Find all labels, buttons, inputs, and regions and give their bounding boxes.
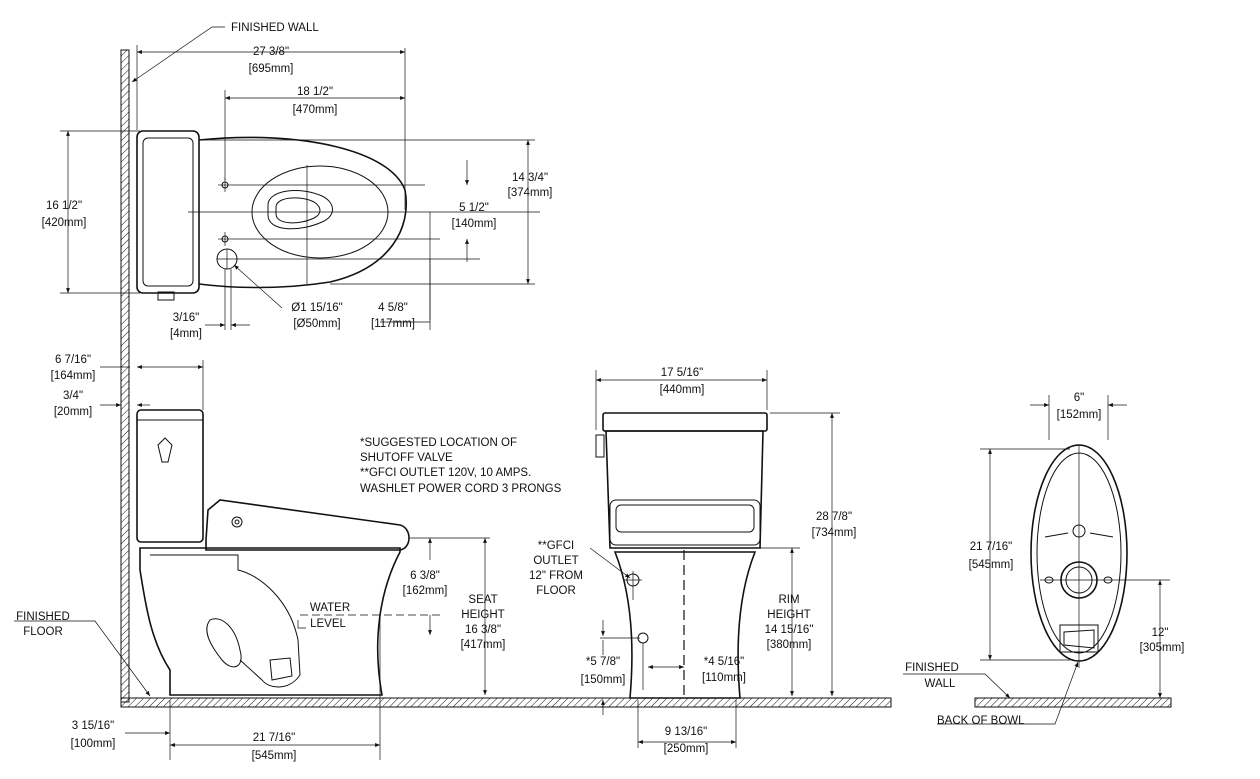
- dim-top-bolt-mm: [140mm]: [452, 218, 497, 230]
- dim-top-overall: 27 3/8": [253, 46, 289, 58]
- dim-top-drain-mm: [Ø50mm]: [293, 318, 340, 330]
- note-line: SHUTOFF VALVE: [360, 452, 453, 464]
- dim-bottom-rough-mm: [305mm]: [1140, 642, 1185, 654]
- dim-valve-right-mm: [110mm]: [702, 672, 746, 684]
- dim-bottom-bolts-mm: [152mm]: [1057, 409, 1102, 421]
- bowl-top-outline: [198, 136, 407, 289]
- dim-rough-in-mm: [100mm]: [71, 738, 116, 750]
- seat-height-label: HEIGHT: [461, 609, 504, 621]
- tank-front-outline: [605, 430, 764, 549]
- finished-floor-label: FLOOR: [23, 626, 63, 638]
- flush-lever-side-icon: [595, 434, 605, 458]
- dim-top-drain: Ø1 15/16": [291, 302, 342, 314]
- dim-top-bolt: 5 1/2": [459, 202, 489, 214]
- dim-front-base-mm: [250mm]: [664, 743, 709, 755]
- dim-valve-left: *5 7/8": [586, 656, 620, 668]
- seat-height-mm: [417mm]: [461, 639, 506, 651]
- dim-seat-drop: 6 3/8": [410, 570, 440, 582]
- dim-seat-drop-mm: [162mm]: [403, 585, 448, 597]
- rim-height-mm: [380mm]: [767, 639, 812, 651]
- dim-front-height: 28 7/8": [816, 511, 852, 523]
- note-line: WASHLET POWER CORD 3 PRONGS: [360, 483, 562, 495]
- tank-side-outline: [136, 409, 204, 543]
- top-view: [60, 26, 540, 330]
- dim-side-length-mm: [545mm]: [252, 750, 297, 762]
- finished-floor-label: FINISHED: [16, 611, 70, 623]
- dim-side-gap-mm: [20mm]: [54, 406, 92, 418]
- note-line: **GFCI OUTLET 120V, 10 AMPS.: [360, 467, 531, 479]
- rim-height-value: 14 15/16": [765, 624, 814, 636]
- finished-wall-plan-label: WALL: [925, 678, 956, 690]
- gfci-label: 12" FROM: [529, 570, 583, 582]
- water-level-label: WATER: [310, 602, 350, 614]
- dim-top-bowl-mm: [470mm]: [293, 104, 338, 116]
- dim-bottom-length: 21 7/16": [970, 541, 1012, 553]
- finished-floor-hatch: [120, 697, 892, 708]
- back-of-bowl-label: BACK OF BOWL: [937, 715, 1025, 727]
- dim-top-tank-mm: [420mm]: [42, 217, 87, 229]
- tank-lid-front: [602, 412, 768, 432]
- finished-wall-plan-hatch: [974, 697, 1172, 708]
- dim-top-supply: 4 5/8": [378, 302, 408, 314]
- bowl-front-outline: [613, 551, 757, 699]
- finished-wall-plan-label: FINISHED: [905, 662, 959, 674]
- drain-opening: [267, 190, 333, 230]
- dim-top-tank: 16 1/2": [46, 200, 82, 212]
- bowl-side-outline: [139, 547, 401, 696]
- dim-front-height-mm: [734mm]: [812, 527, 857, 539]
- rim-height-label: HEIGHT: [767, 609, 810, 621]
- dim-valve-left-mm: [150mm]: [581, 674, 626, 686]
- dim-top-width-mm: [374mm]: [508, 187, 553, 199]
- finished-wall-hatch: [120, 49, 130, 703]
- dim-side-tank: 6 7/16": [55, 354, 91, 366]
- gfci-label: **GFCI: [538, 540, 574, 552]
- dim-top-gap: 3/16": [173, 312, 199, 324]
- side-view: [14, 360, 490, 760]
- front-view: [589, 370, 840, 748]
- dim-valve-right: *4 5/16": [704, 656, 745, 668]
- dim-bottom-bolts: 6": [1074, 392, 1084, 404]
- dim-front-base: 9 13/16": [665, 726, 707, 738]
- dim-top-supply-mm: [117mm]: [371, 318, 415, 330]
- dim-top-gap-mm: [4mm]: [170, 328, 202, 340]
- seat-height-value: 16 3/8": [465, 624, 501, 636]
- washlet-seat-side: [205, 499, 410, 551]
- dim-front-width-mm: [440mm]: [660, 384, 705, 396]
- dim-rough-in: 3 15/16": [72, 720, 114, 732]
- gfci-label: OUTLET: [533, 555, 578, 567]
- washlet-front: [609, 499, 761, 546]
- water-level-label: LEVEL: [310, 618, 346, 630]
- bottom-view: [903, 395, 1170, 725]
- dim-front-width: 17 5/16": [661, 367, 703, 379]
- labels: FINISHED WALL 27 3/8" [695mm] 18 1/2" [4…: [16, 22, 1184, 762]
- dim-side-tank-mm: [164mm]: [51, 370, 96, 382]
- dim-top-width: 14 3/4": [512, 172, 548, 184]
- dim-side-length: 21 7/16": [253, 732, 295, 744]
- seat-height-label: SEAT: [468, 594, 497, 606]
- note-line: *SUGGESTED LOCATION OF: [360, 437, 517, 449]
- dim-top-bowl: 18 1/2": [297, 86, 333, 98]
- dim-side-gap: 3/4": [63, 390, 83, 402]
- gfci-label: FLOOR: [536, 585, 576, 597]
- dim-bottom-rough: 12": [1152, 627, 1169, 639]
- rim-height-label: RIM: [778, 594, 799, 606]
- finished-wall-label: FINISHED WALL: [231, 22, 319, 34]
- dim-bottom-length-mm: [545mm]: [969, 559, 1014, 571]
- flush-lever-icon: [157, 437, 173, 463]
- dim-top-overall-mm: [695mm]: [249, 63, 294, 75]
